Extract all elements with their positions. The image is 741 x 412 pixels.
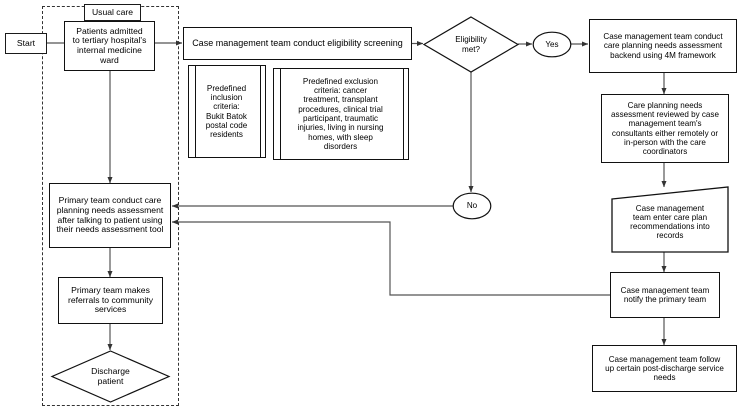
predef-left-bar: [280, 69, 281, 159]
node-start[interactable]: Start: [5, 33, 47, 54]
node-referrals-label: Primary team makes referrals to communit…: [67, 285, 153, 315]
node-eligibility-screening[interactable]: Case management team conduct eligibility…: [183, 27, 412, 60]
node-exclusion-criteria[interactable]: Predefined exclusion criteria: cancer tr…: [273, 68, 409, 160]
node-yes-label: Yes: [545, 39, 559, 49]
predef-right-bar: [403, 69, 404, 159]
edge-notify-to-primary: [171, 219, 610, 296]
node-4m-assessment-label: Case management team conduct care planni…: [603, 32, 723, 60]
predef-left-bar: [195, 66, 196, 157]
node-notify-primary-team-label: Case management team notify the primary …: [620, 285, 710, 304]
node-patients-admitted[interactable]: Patients admitted to tertiary hospital's…: [64, 21, 155, 71]
node-follow-up-services[interactable]: Case management team follow up certain p…: [592, 345, 737, 392]
node-eligibility-label: Eligibility met?: [455, 35, 487, 54]
node-eligibility-screening-label: Case management team conduct eligibility…: [192, 38, 403, 49]
node-enter-records-shape[interactable]: [611, 186, 729, 253]
node-exclusion-criteria-label: Predefined exclusion criteria: cancer tr…: [297, 76, 384, 151]
node-patients-admitted-label: Patients admitted to tertiary hospital's…: [72, 25, 147, 65]
node-no[interactable]: No: [452, 192, 492, 220]
node-inclusion-criteria[interactable]: Predefined inclusion criteria: Bukit Bat…: [188, 65, 266, 158]
node-4m-assessment[interactable]: Case management team conduct care planni…: [589, 19, 737, 73]
node-eligibility[interactable]: Eligibility met?: [423, 16, 519, 73]
node-reviewed-by-consultants[interactable]: Care planning needs assessment reviewed …: [601, 94, 729, 163]
predef-right-bar: [260, 66, 261, 157]
usual-care-label: Usual care: [91, 6, 134, 17]
node-primary-team-assessment[interactable]: Primary team conduct care planning needs…: [49, 183, 171, 248]
node-follow-up-services-label: Case management team follow up certain p…: [605, 354, 724, 383]
node-eligibility-shape[interactable]: [422, 16, 520, 73]
node-primary-team-assessment-label: Primary team conduct care planning needs…: [56, 195, 164, 235]
node-discharge-label: Discharge patient: [91, 365, 130, 386]
node-inclusion-criteria-label: Predefined inclusion criteria: Bukit Bat…: [205, 83, 248, 140]
usual-care-label-box: Usual care: [84, 4, 141, 21]
node-enter-records[interactable]: Case management team enter care plan rec…: [613, 192, 727, 252]
node-referrals[interactable]: Primary team makes referrals to communit…: [58, 277, 163, 324]
node-yes[interactable]: Yes: [532, 31, 572, 58]
node-start-label: Start: [16, 37, 36, 48]
node-no-shape[interactable]: [452, 192, 492, 220]
node-reviewed-by-consultants-label: Care planning needs assessment reviewed …: [611, 101, 719, 156]
node-notify-primary-team[interactable]: Case management team notify the primary …: [610, 272, 720, 318]
node-no-label: No: [466, 201, 478, 211]
node-discharge-shape[interactable]: [50, 350, 171, 403]
node-yes-shape[interactable]: [532, 31, 572, 58]
node-enter-records-label: Case management team enter care plan rec…: [630, 203, 710, 241]
node-discharge[interactable]: Discharge patient: [51, 350, 170, 403]
